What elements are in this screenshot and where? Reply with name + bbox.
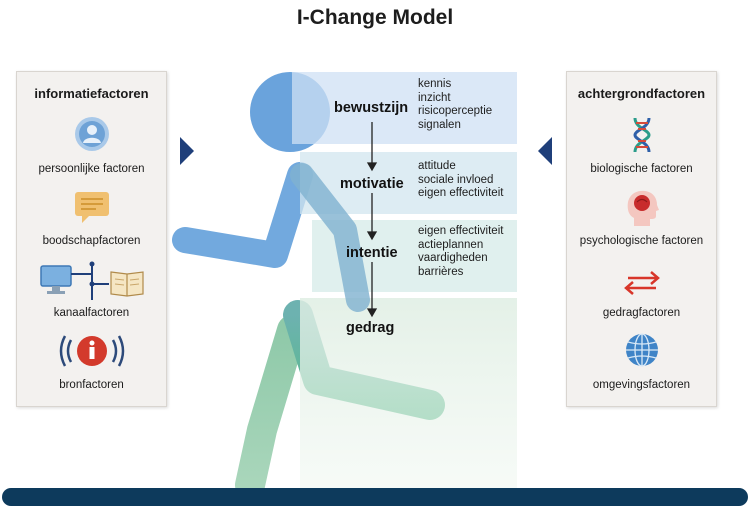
stage-item: kennis <box>418 78 452 90</box>
stage-label-bewustzijn: bewustzijn <box>334 100 409 116</box>
factor-bron: bronfactoren <box>17 332 166 402</box>
stage-item: risicoperceptie <box>418 105 493 117</box>
band-gedrag <box>300 298 517 488</box>
factor-psychologisch: psychologische factoren <box>567 188 716 258</box>
band-bewustzijn <box>292 72 517 144</box>
achtergrondfactoren-panel: achtergrondfactoren biologische factoren… <box>566 71 717 407</box>
dna-icon <box>627 116 657 159</box>
right-pointer-triangle <box>180 137 194 165</box>
globe-icon <box>624 332 660 373</box>
channel-icon <box>37 260 147 307</box>
factor-label: psychologische factoren <box>579 235 704 247</box>
factor-biologisch: biologische factoren <box>567 116 716 186</box>
stage-item: signalen <box>418 118 461 131</box>
stage-item: actieplannen <box>418 238 484 251</box>
stage-item: attitude <box>418 160 456 172</box>
info-source-icon <box>57 332 127 375</box>
factor-persoonlijke: persoonlijke factoren <box>17 116 166 186</box>
panel-title: informatiefactoren <box>34 86 149 101</box>
back-leg <box>235 315 307 500</box>
stage-item: barrières <box>418 265 464 278</box>
factor-gedrag: gedragfactoren <box>567 268 716 338</box>
flow-arrows <box>366 122 378 318</box>
page-title: I-Change Model <box>296 6 454 29</box>
stage-items-motivatie: attitude sociale invloed eigen effectivi… <box>418 160 503 201</box>
stage-item: inzicht <box>418 91 451 104</box>
stage-label-motivatie: motivatie <box>340 176 404 192</box>
stage-item: sociale invloed <box>418 173 494 186</box>
factor-label: omgevingsfactoren <box>592 379 691 391</box>
informatiefactoren-panel: informatiefactoren persoonlijke factoren… <box>16 71 167 407</box>
factor-label: gedragfactoren <box>602 307 681 319</box>
factor-label: boodschapfactoren <box>42 235 141 247</box>
factor-omgeving: omgevingsfactoren <box>567 332 716 402</box>
factor-kanaal: kanaalfactoren <box>17 260 166 330</box>
factor-label: bronfactoren <box>59 379 124 391</box>
stage-label-gedrag: gedrag <box>346 320 395 336</box>
stage-label-intentie: intentie <box>346 245 398 261</box>
panel-title: achtergrondfactoren <box>577 86 706 101</box>
person-icon <box>74 116 110 157</box>
factor-boodschap: boodschapfactoren <box>17 188 166 258</box>
stage-items-bewustzijn: kennis inzicht risicoperceptie signalen <box>418 78 492 132</box>
exchange-arrows-icon <box>622 268 662 303</box>
left-pointer-triangle <box>538 137 552 165</box>
front-arm <box>290 163 370 312</box>
message-icon <box>72 188 112 233</box>
floor-bar <box>2 488 748 506</box>
stage-items-intentie: eigen effectiviteit actieplannen vaardig… <box>418 225 503 279</box>
factor-label: kanaalfactoren <box>53 307 130 319</box>
factor-label: persoonlijke factoren <box>38 163 145 175</box>
factor-label: biologische factoren <box>590 163 693 175</box>
stage-item: eigen effectiviteit <box>418 187 504 199</box>
stage-item: eigen effectiviteit <box>418 225 504 237</box>
stage-item: vaardigheden <box>418 252 488 264</box>
head-brain-icon <box>624 188 660 233</box>
